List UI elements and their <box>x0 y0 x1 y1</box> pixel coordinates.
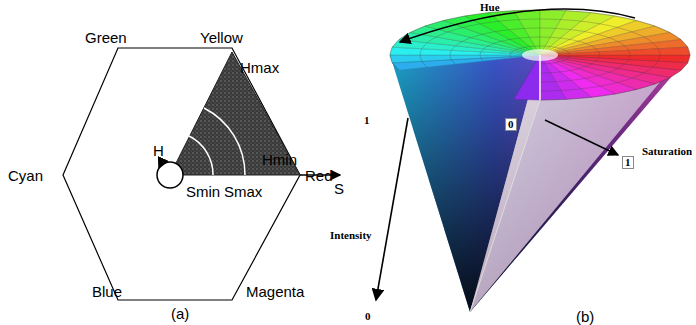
intensity-arrow <box>376 118 408 300</box>
scale-value: 1 <box>622 156 634 169</box>
hue-limit-label: Hmin <box>262 152 297 167</box>
color-label: Cyan <box>8 168 43 183</box>
hsi-cone <box>390 10 690 312</box>
color-label: Green <box>85 30 127 45</box>
hue-limit-label: Hmax <box>240 60 279 75</box>
panel-label: (b) <box>576 309 594 324</box>
saturation-limit-label: Smin <box>186 184 220 199</box>
hue-circle <box>157 162 183 188</box>
scale-value: 1 <box>364 115 370 126</box>
color-label: Blue <box>92 284 122 299</box>
axis-label: Saturation <box>642 146 692 157</box>
scale-value: 0 <box>505 118 517 131</box>
smax-arc <box>204 108 245 175</box>
hue-label: H <box>153 143 164 158</box>
hexagon <box>63 48 300 300</box>
axis-label: Intensity <box>330 230 372 241</box>
scale-value: 0 <box>365 311 371 322</box>
axis-label: Hue <box>480 2 500 13</box>
saturation-arrow <box>545 120 618 155</box>
smin-arc <box>189 136 213 175</box>
axis-label: S <box>334 181 344 196</box>
color-label: Magenta <box>246 284 304 299</box>
hue-arrow <box>159 163 163 168</box>
hue-sector <box>170 52 300 175</box>
panel-label: (a) <box>171 306 189 321</box>
color-label: Yellow <box>200 30 243 45</box>
saturation-limit-label: Smax <box>224 184 262 199</box>
hue-arrow <box>400 9 635 42</box>
color-label: Red <box>305 168 333 183</box>
